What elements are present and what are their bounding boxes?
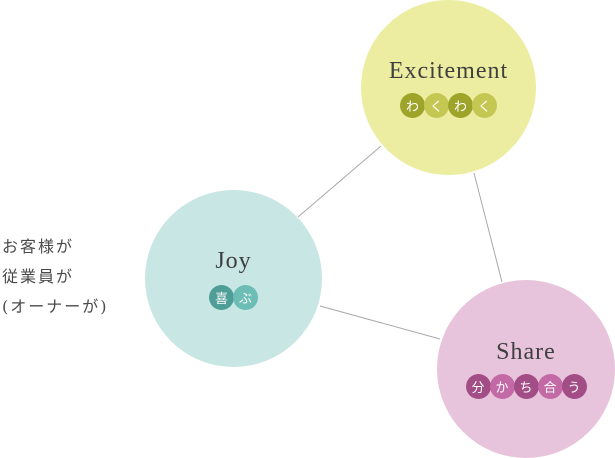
chip-char: く bbox=[424, 92, 449, 118]
caption-line-customers: お客様が bbox=[2, 237, 75, 256]
node-joy-chips: 喜 ぶ bbox=[209, 284, 258, 310]
chip-char: わ bbox=[448, 92, 473, 118]
chip-char: 合 bbox=[537, 374, 563, 399]
chip-char: ぶ bbox=[233, 284, 258, 310]
chip-char: ち bbox=[513, 374, 539, 399]
subject-caption: お客様が 従業員が (オーナーが) bbox=[2, 232, 109, 322]
chip-char: 喜 bbox=[209, 284, 234, 310]
node-share: Share 分 か ち 合 う bbox=[437, 280, 615, 458]
chip-char: 分 bbox=[465, 374, 491, 399]
node-joy: Joy 喜 ぶ bbox=[145, 190, 322, 367]
caption-line-owner: (オーナーが) bbox=[2, 297, 109, 316]
node-excitement-title: Excitement bbox=[388, 57, 509, 84]
node-excitement: Excitement わ く わ く bbox=[361, 0, 536, 175]
connector-excitement-share bbox=[473, 172, 503, 283]
caption-line-employees: 従業員が bbox=[2, 267, 75, 286]
chip-char: か bbox=[489, 374, 515, 399]
chip-char: く bbox=[472, 92, 497, 118]
connector-joy-share bbox=[319, 305, 441, 340]
chip-char: う bbox=[561, 374, 587, 399]
node-excitement-chips: わ く わ く bbox=[400, 92, 497, 118]
chip-char: わ bbox=[400, 92, 425, 118]
node-share-title: Share bbox=[496, 339, 556, 365]
connector-joy-excitement bbox=[297, 145, 382, 218]
node-joy-title: Joy bbox=[215, 247, 252, 274]
node-share-chips: 分 か ち 合 う bbox=[465, 374, 587, 399]
